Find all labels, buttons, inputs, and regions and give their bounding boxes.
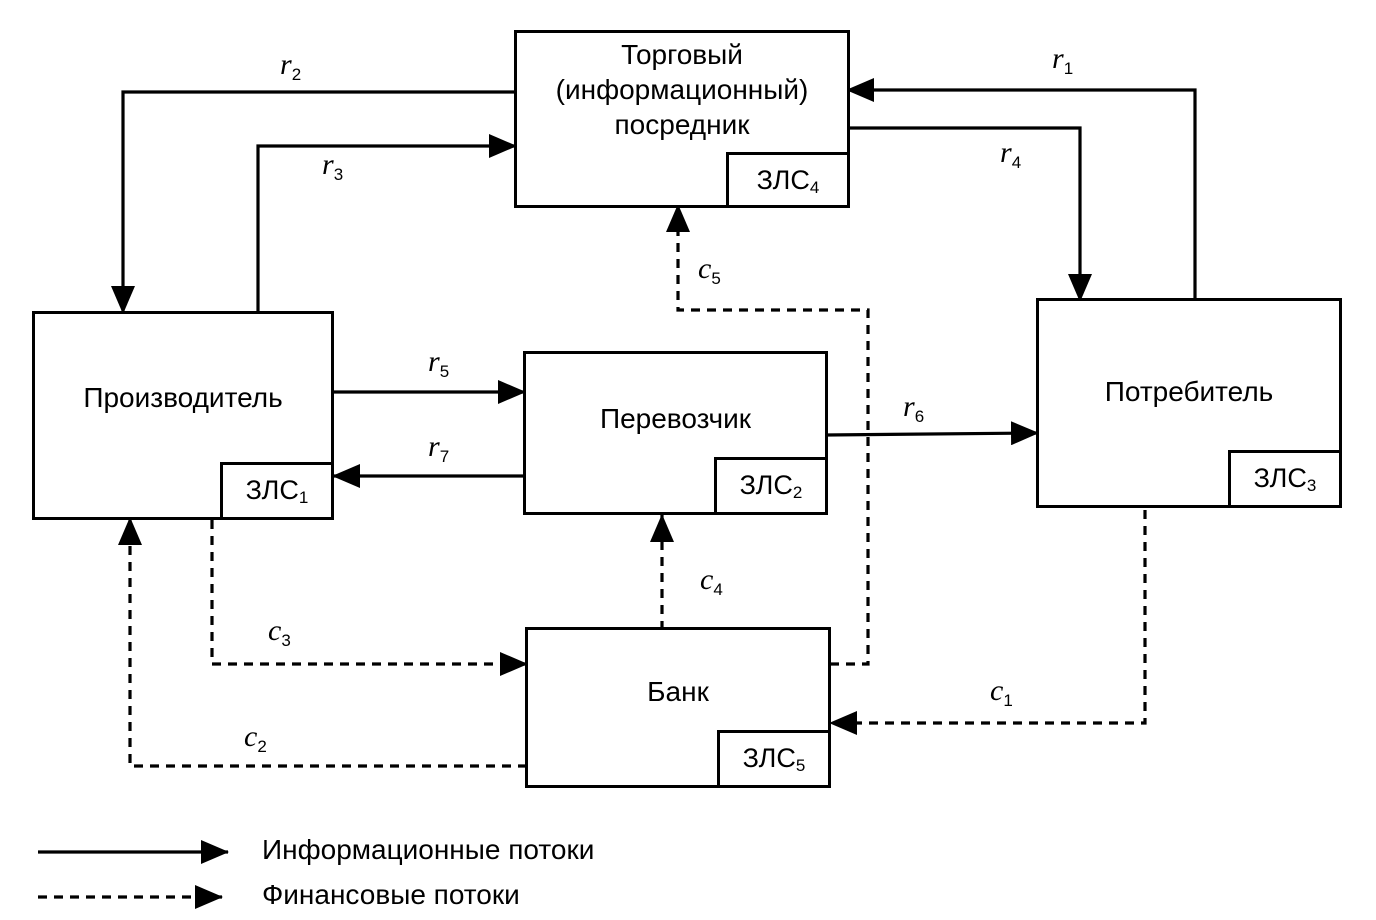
trader-title-line2: (информационный) bbox=[555, 74, 809, 105]
flow-c3-line bbox=[210, 520, 528, 676]
carrier-box: Перевозчик ЗЛС2 bbox=[523, 351, 828, 515]
flow-label-r7-letter: r bbox=[428, 430, 440, 463]
flow-label-c4-sub: 4 bbox=[713, 580, 723, 599]
flow-label-r3: r3 bbox=[322, 150, 343, 190]
flow-r3-line bbox=[256, 134, 517, 311]
flow-r2-line bbox=[111, 90, 516, 314]
flow-label-c1: c1 bbox=[990, 676, 1013, 716]
flow-label-c2-letter: c bbox=[244, 720, 258, 753]
flow-label-r6-sub: 6 bbox=[914, 407, 925, 426]
producer-zls-sub: 1 bbox=[298, 488, 309, 507]
flow-r6-line bbox=[825, 421, 1039, 446]
flow-label-r4: r4 bbox=[1000, 138, 1021, 178]
carrier-title: Перевозчик bbox=[599, 403, 752, 434]
producer-zls-badge: ЗЛС1 bbox=[220, 462, 334, 520]
flow-label-c1-letter: c bbox=[990, 674, 1004, 707]
flow-label-r3-letter: r bbox=[322, 148, 334, 181]
flow-label-c5-letter: c bbox=[698, 252, 712, 285]
bank-title: Банк bbox=[647, 676, 709, 707]
flow-label-c3-letter: c bbox=[268, 614, 282, 647]
consumer-box: Потребитель ЗЛС3 bbox=[1036, 298, 1342, 508]
flow-r1-line bbox=[846, 78, 1197, 298]
flow-label-c5-sub: 5 bbox=[711, 269, 721, 288]
bank-zls-sub: 5 bbox=[795, 756, 806, 775]
bank-box: Банк ЗЛС5 bbox=[525, 627, 831, 788]
flow-label-r1-letter: r bbox=[1052, 42, 1064, 75]
flow-label-c3: c3 bbox=[268, 616, 291, 656]
trader-zls-sub: 4 bbox=[809, 178, 820, 197]
flow-label-r6-letter: r bbox=[903, 390, 915, 423]
producer-box: Производитель ЗЛС1 bbox=[32, 311, 334, 520]
bank-zls-badge: ЗЛС5 bbox=[717, 730, 831, 788]
flow-label-r7-sub: 7 bbox=[439, 447, 450, 466]
flow-label-c5: c5 bbox=[698, 254, 721, 294]
flow-label-r3-sub: 3 bbox=[333, 165, 344, 184]
flow-c5-line bbox=[666, 204, 870, 666]
flow-label-c1-sub: 1 bbox=[1003, 691, 1013, 710]
flow-label-r2-letter: r bbox=[280, 48, 292, 81]
trader-zls-badge: ЗЛС4 bbox=[726, 152, 850, 208]
carrier-zls-sub: 2 bbox=[792, 483, 803, 502]
flow-label-r2: r2 bbox=[280, 50, 301, 90]
producer-title: Производитель bbox=[83, 382, 283, 413]
trader-box: Торговый (информационный) посредник ЗЛС4 bbox=[514, 30, 850, 208]
flow-label-r1: r1 bbox=[1052, 44, 1073, 84]
legend-info-label: Информационные потоки bbox=[262, 834, 595, 865]
flow-label-c3-sub: 3 bbox=[281, 631, 291, 650]
flow-label-r7: r7 bbox=[428, 432, 449, 472]
flow-r4-line bbox=[849, 126, 1092, 302]
flow-label-r5-letter: r bbox=[428, 345, 440, 378]
flow-label-c4-letter: c bbox=[700, 563, 714, 596]
producer-zls-label: ЗЛС bbox=[245, 475, 299, 505]
trader-title-line3: посредник bbox=[614, 109, 750, 140]
flow-c2-line bbox=[118, 517, 527, 768]
trader-title-line1: Торговый bbox=[621, 39, 743, 70]
flow-label-r5: r5 bbox=[428, 347, 449, 387]
flow-label-r5-sub: 5 bbox=[439, 362, 450, 381]
consumer-zls-label: ЗЛС bbox=[1253, 463, 1307, 493]
consumer-zls-sub: 3 bbox=[1306, 476, 1317, 495]
carrier-zls-badge: ЗЛС2 bbox=[714, 457, 828, 515]
flow-label-r6: r6 bbox=[903, 392, 924, 432]
flow-label-c2: c2 bbox=[244, 722, 267, 762]
carrier-zls-label: ЗЛС bbox=[739, 470, 793, 500]
flow-label-r4-sub: 4 bbox=[1011, 153, 1022, 172]
flow-c1-line bbox=[829, 510, 1147, 735]
flow-label-r2-sub: 2 bbox=[291, 65, 302, 84]
flow-label-c2-sub: 2 bbox=[257, 737, 267, 756]
consumer-zls-badge: ЗЛС3 bbox=[1228, 450, 1342, 508]
bank-zls-label: ЗЛС bbox=[742, 743, 796, 773]
flow-label-r1-sub: 1 bbox=[1063, 59, 1074, 78]
trader-zls-label: ЗЛС bbox=[756, 165, 810, 195]
flow-label-c4: c4 bbox=[700, 565, 723, 605]
flow-label-r4-letter: r bbox=[1000, 136, 1012, 169]
consumer-title: Потребитель bbox=[1104, 376, 1274, 407]
legend-finance-label: Финансовые потоки bbox=[262, 879, 520, 910]
